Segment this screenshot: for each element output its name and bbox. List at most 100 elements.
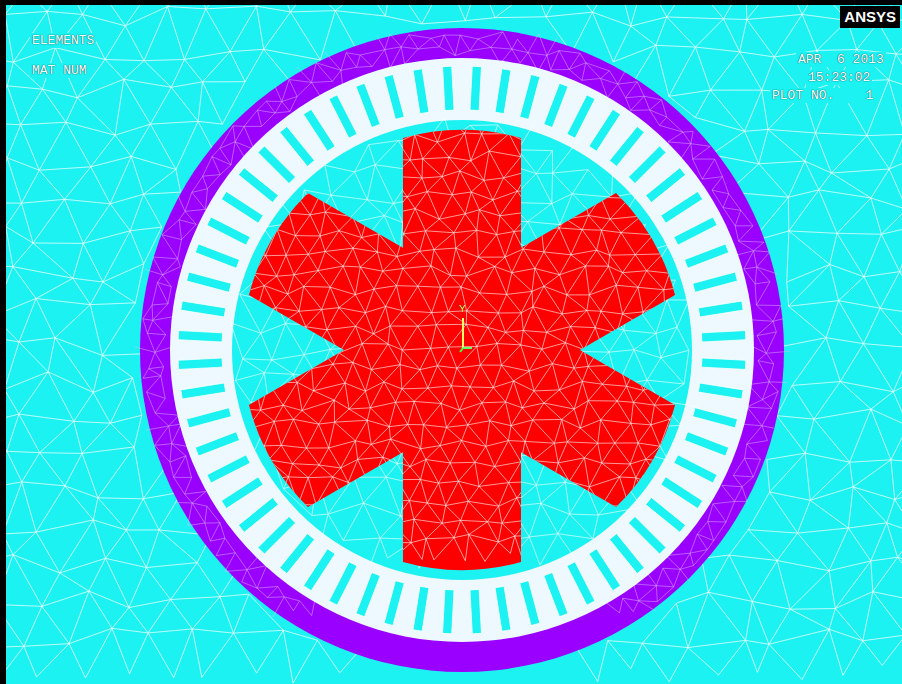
mesh-edge <box>676 592 708 603</box>
mesh-edge <box>547 55 551 70</box>
mesh-edge <box>93 520 105 558</box>
mesh-edge <box>853 460 891 487</box>
mesh-edge <box>146 426 169 430</box>
mesh-edge <box>89 591 112 628</box>
mesh-edge <box>445 109 454 110</box>
mesh-edge <box>427 106 429 109</box>
mesh-edge <box>491 100 495 103</box>
mesh-edge <box>711 131 744 154</box>
mesh-edge <box>543 86 547 91</box>
mesh-edge <box>511 74 518 76</box>
mesh-edge <box>462 80 465 86</box>
mesh-edge <box>742 487 747 502</box>
mesh-edge <box>171 600 193 629</box>
mesh-edge <box>378 92 380 99</box>
mesh-edge <box>360 80 362 86</box>
mesh-edge <box>805 453 849 462</box>
mesh-edge <box>341 70 343 85</box>
mesh-edge <box>314 110 318 116</box>
mesh-edge <box>491 111 494 119</box>
mesh-edge <box>572 112 579 119</box>
mesh-edge <box>889 169 902 209</box>
mesh-edge <box>436 100 440 106</box>
mesh-edge <box>566 105 569 110</box>
mesh-edge <box>387 116 391 122</box>
mesh-edge <box>420 105 422 113</box>
mesh-edge <box>518 68 520 76</box>
mesh-edge <box>746 640 769 644</box>
mesh-edge <box>155 445 170 462</box>
mesh-edge <box>372 118 377 122</box>
mesh-edge <box>330 112 337 118</box>
mesh-edge <box>454 75 457 79</box>
mesh-edge <box>431 35 444 38</box>
mesh-edge <box>476 80 478 86</box>
mesh-edge <box>713 501 735 503</box>
mesh-edge <box>334 99 343 100</box>
mesh-edge <box>378 97 384 99</box>
mesh-edge <box>293 601 299 611</box>
slot <box>258 146 296 184</box>
mesh-edge <box>212 148 220 156</box>
mesh-edge <box>561 92 564 98</box>
mesh-edge <box>210 538 225 541</box>
mesh-edge <box>555 86 561 94</box>
mesh-edge <box>346 85 350 92</box>
mesh-edge <box>759 161 805 164</box>
mesh-edge <box>719 640 746 675</box>
mesh-edge <box>535 109 536 117</box>
mesh-edge <box>510 98 518 99</box>
mesh-edge <box>623 117 624 124</box>
mesh-edge <box>517 110 523 111</box>
mesh-edge <box>73 278 90 304</box>
mesh-edge <box>19 342 48 372</box>
mesh-edge <box>388 80 392 86</box>
mesh-edge <box>7 158 21 203</box>
mesh-edge <box>478 80 485 81</box>
mesh-edge <box>124 79 151 124</box>
mesh-edge <box>571 117 578 118</box>
mesh-edge <box>513 106 517 110</box>
mesh-edge <box>341 88 346 92</box>
mesh-edge <box>532 117 535 122</box>
mesh-edge <box>708 592 752 601</box>
mesh-edge <box>586 63 601 79</box>
mesh-edge <box>388 86 392 91</box>
mesh-edge <box>450 75 454 80</box>
mesh-edge <box>369 111 372 118</box>
mesh-edge <box>401 109 407 116</box>
mesh-edge <box>602 109 606 117</box>
mesh-edge <box>131 156 143 194</box>
mesh-edge <box>512 110 517 112</box>
slot <box>384 581 404 626</box>
mesh-edge <box>357 110 363 111</box>
mesh-edge <box>220 126 233 149</box>
mesh-edge <box>387 70 391 75</box>
mesh-edge <box>496 87 502 88</box>
mesh-edge <box>303 111 306 119</box>
mesh-edge <box>300 601 312 616</box>
mesh-edge <box>320 109 327 111</box>
slot <box>356 83 380 127</box>
mesh-edge <box>435 99 436 106</box>
mesh-edge <box>366 119 371 124</box>
mesh-edge <box>523 74 529 81</box>
mesh-edge <box>830 264 864 276</box>
mesh-edge <box>98 447 134 498</box>
mesh-edge <box>534 106 536 109</box>
mesh-edge <box>440 91 444 100</box>
mesh-edge <box>460 61 469 63</box>
mesh-edge <box>514 116 522 118</box>
mesh-edge <box>745 131 759 163</box>
mesh-edge <box>478 80 482 85</box>
mesh-edge <box>835 592 873 609</box>
mesh-edge <box>893 348 902 392</box>
slot <box>221 477 263 509</box>
mesh-edge <box>405 98 412 99</box>
mesh-edge <box>74 421 82 453</box>
mesh-edge <box>174 629 193 678</box>
mesh-edge <box>377 36 385 49</box>
mesh-edge <box>746 640 758 672</box>
mesh-edge <box>376 81 379 85</box>
mesh-edge <box>747 441 768 444</box>
